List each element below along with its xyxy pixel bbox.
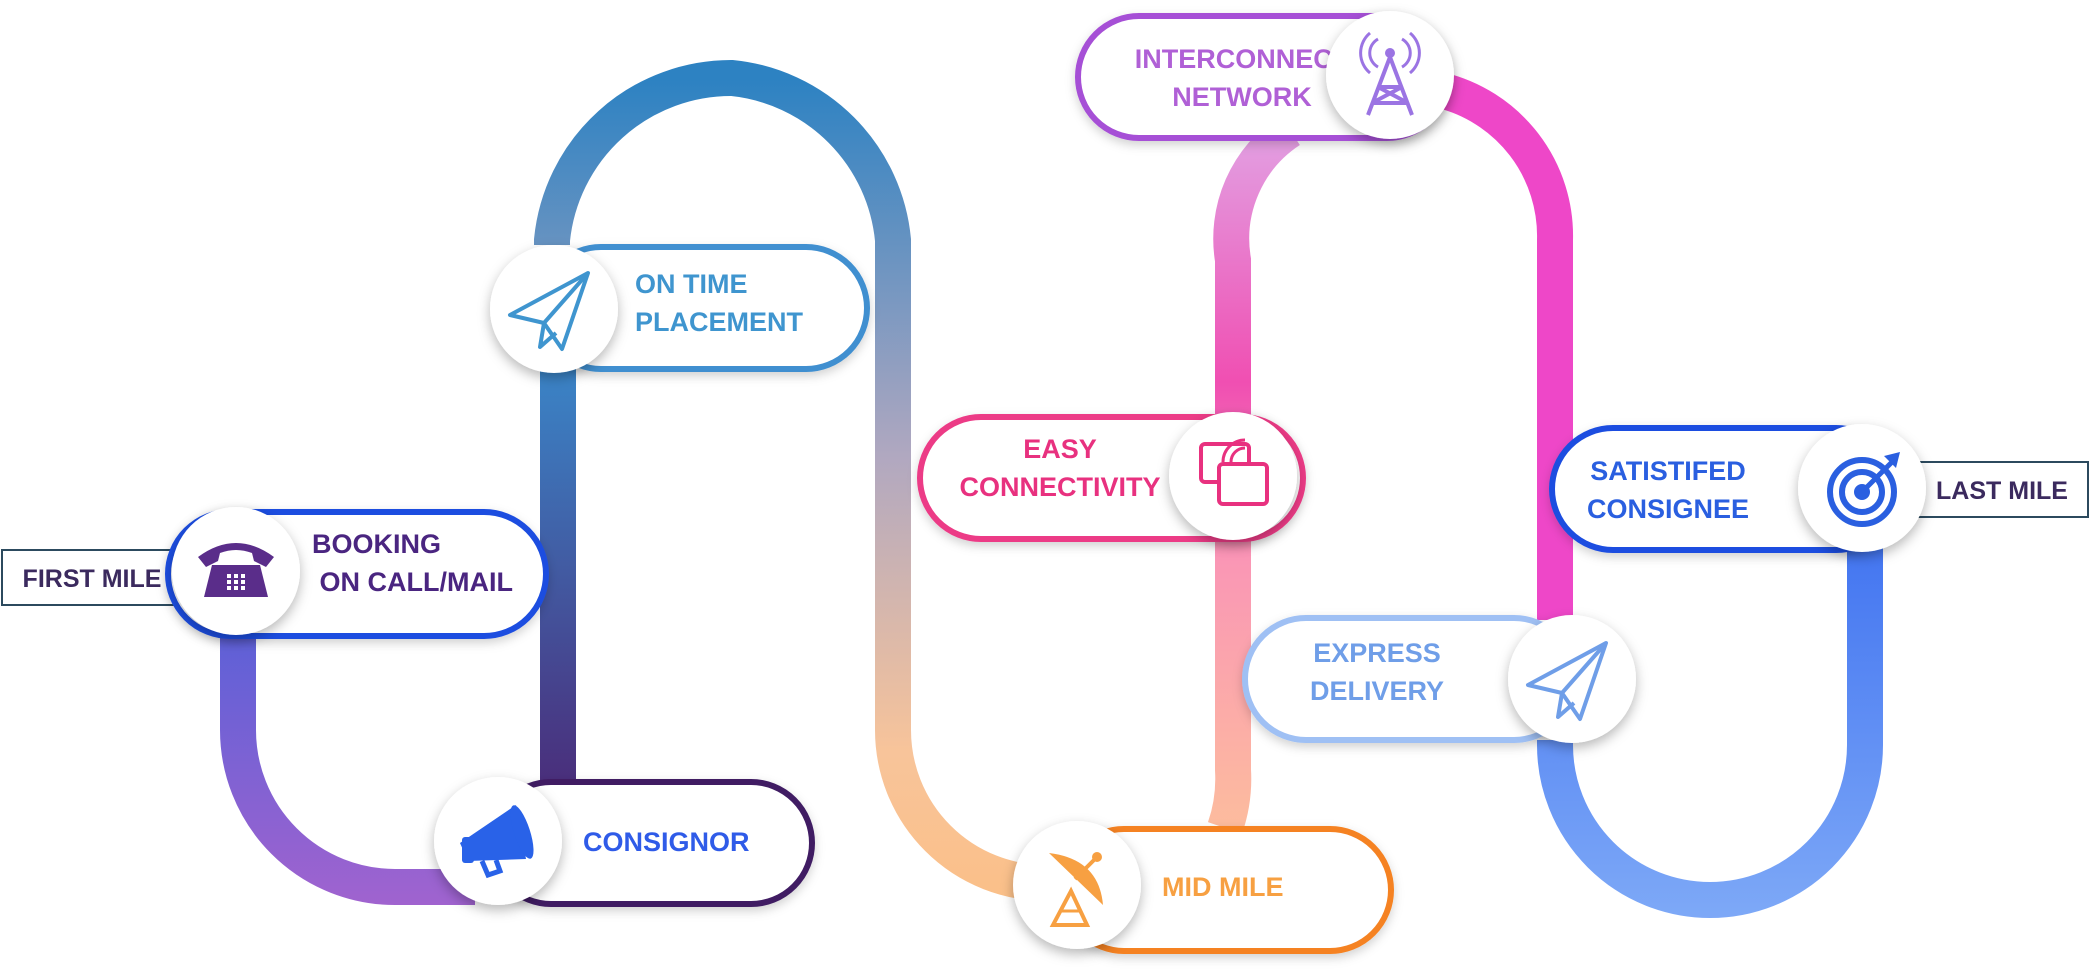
step-label-line: EXPRESS — [1313, 638, 1441, 668]
cast-screen-icon — [1169, 412, 1297, 540]
keypad-dot — [227, 586, 231, 590]
step-label-line: EASY — [1023, 434, 1097, 464]
step-consignor: CONSIGNOR — [487, 779, 815, 907]
step-label-line: MID MILE — [1162, 872, 1284, 902]
step-label-line: CONSIGNEE — [1587, 494, 1749, 524]
dish-feed-shape — [1073, 857, 1097, 881]
paper-plane-icon — [1508, 615, 1636, 743]
step-on-time-placement: ON TIME PLACEMENT — [537, 244, 870, 372]
step-label: MID MILE — [1162, 872, 1284, 902]
step-label-line: INTERCONNECT — [1135, 44, 1350, 74]
step-label-line: SATISTIFED — [1590, 456, 1746, 486]
cast-wave-shape — [1229, 446, 1246, 463]
connector-first-mile — [220, 620, 475, 905]
horn-shape — [460, 805, 526, 861]
step-label-line: DELIVERY — [1310, 676, 1444, 706]
connector-last-mile — [1537, 520, 1883, 919]
target-ring-shape — [1839, 469, 1885, 515]
step-label-line: CONNECTIVITY — [959, 472, 1160, 502]
handset-shape — [198, 543, 274, 567]
step-label-line: ON TIME — [635, 269, 748, 299]
first-mile-tag: FIRST MILE — [1, 549, 184, 606]
icon-circle — [1326, 11, 1454, 139]
megaphone-icon — [434, 777, 562, 905]
plane-fold-shape — [1556, 641, 1608, 719]
connector-path — [220, 59, 1883, 919]
last-mile-label: LAST MILE — [1936, 477, 2068, 505]
satellite-dish-icon — [1013, 821, 1141, 949]
keypad-dot — [227, 574, 231, 578]
step-label-line: PLACEMENT — [635, 307, 804, 337]
target-arrow-head-shape — [1884, 452, 1900, 468]
keypad-dot — [241, 574, 245, 578]
keypad-dot — [241, 586, 245, 590]
horn-mouth-shape — [510, 805, 534, 859]
last-mile-tag: LAST MILE — [1915, 461, 2089, 518]
step-label: SATISTIFED CONSIGNEE — [1587, 456, 1749, 524]
tower-top-shape — [1385, 48, 1395, 58]
connector-right-arch — [1435, 72, 1574, 620]
keypad-dot — [234, 586, 238, 590]
plane-fold-shape — [538, 271, 590, 349]
horn-grip-shape — [462, 837, 474, 863]
connector-arch — [534, 59, 1060, 901]
step-label: BOOKING ON CALL/MAIL — [312, 529, 513, 597]
step-label: CONSIGNOR — [583, 827, 750, 857]
step-label-line: CONSIGNOR — [583, 827, 750, 857]
horn-handle-shape — [479, 859, 504, 879]
keypad-dot — [227, 580, 231, 584]
first-mile-label: FIRST MILE — [23, 565, 162, 593]
telephone-icon — [172, 507, 300, 635]
target-arrow-shape — [1860, 460, 1894, 494]
keypad-dot — [234, 574, 238, 578]
step-label-line: NETWORK — [1172, 82, 1312, 112]
keypad-dot — [241, 580, 245, 584]
step-label: INTERCONNECT NETWORK — [1135, 44, 1350, 112]
step-label: ON TIME PLACEMENT — [635, 269, 804, 337]
icon-circle — [1013, 821, 1141, 949]
signal-tower-icon — [1326, 11, 1454, 139]
target-icon — [1798, 424, 1926, 552]
keypad-dot — [234, 580, 238, 584]
dish-stand-shape — [1049, 886, 1091, 927]
tower-signal-shape — [1359, 31, 1421, 75]
connector-network — [1207, 114, 1301, 834]
paper-plane-icon — [490, 245, 618, 373]
step-label: EASY CONNECTIVITY — [959, 434, 1160, 502]
step-label-line: ON CALL/MAIL — [312, 567, 513, 597]
cast-wave-shape — [1221, 438, 1246, 463]
dish-feed-tip-shape — [1092, 852, 1102, 862]
step-label: EXPRESS DELIVERY — [1310, 638, 1444, 706]
target-ring-shape — [1827, 457, 1897, 527]
cast-screen-front-shape — [1217, 462, 1269, 506]
tower-frame-shape — [1366, 56, 1414, 116]
step-label-line: BOOKING — [312, 529, 441, 559]
step-mid-mile: MID MILE — [1060, 826, 1394, 954]
